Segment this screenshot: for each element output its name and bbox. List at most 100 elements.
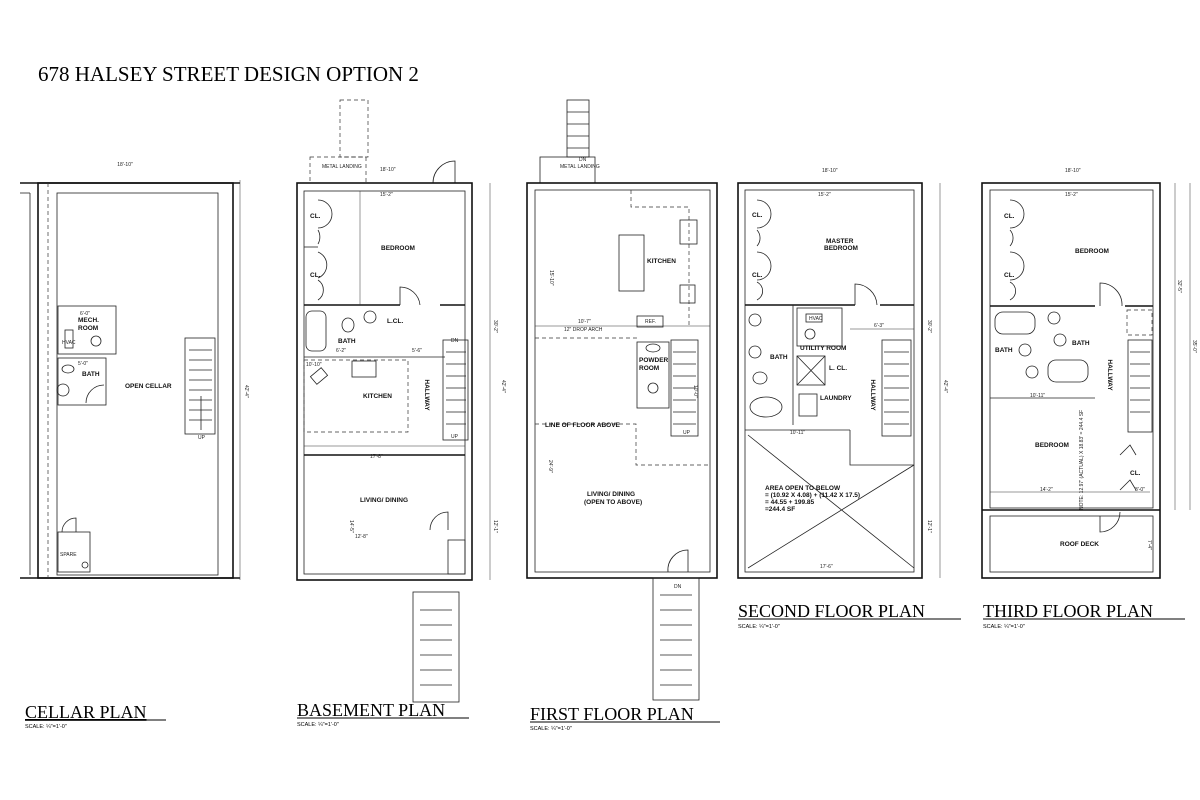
room-label-bath: BATH bbox=[770, 354, 788, 361]
sink-icon bbox=[679, 284, 696, 304]
room-label-hallway: HALLWAY bbox=[1106, 359, 1113, 391]
kitchen-counter bbox=[630, 190, 690, 325]
down-label: DN bbox=[579, 157, 587, 163]
stair bbox=[442, 339, 469, 441]
hvac-unit bbox=[805, 313, 823, 323]
roof-deck bbox=[989, 515, 1154, 573]
dim: 10'-0" bbox=[692, 385, 698, 398]
bathtub-icon bbox=[1047, 359, 1089, 383]
room-label-bath: BATH bbox=[1072, 340, 1090, 347]
spare-label: SPARE bbox=[60, 552, 77, 558]
powder-room bbox=[636, 341, 670, 409]
dim: 10'-11" bbox=[790, 430, 805, 436]
landing-label: METAL LANDING bbox=[322, 164, 362, 170]
area-note: AREA OPEN TO BELOW bbox=[765, 485, 841, 492]
stair bbox=[670, 339, 699, 437]
sink-icon bbox=[309, 367, 329, 385]
room-label-closet: CL. bbox=[1004, 213, 1015, 220]
water-heater-icon bbox=[90, 335, 102, 347]
room-label-hallway: HALLWAY bbox=[423, 379, 430, 411]
room-label-living: (OPEN TO ABOVE) bbox=[584, 499, 642, 506]
second-outer-wall bbox=[737, 182, 923, 579]
cellar-outer-wall bbox=[37, 182, 234, 579]
kitchen-island bbox=[618, 234, 645, 292]
spare-room bbox=[57, 531, 91, 573]
third-floor-plan: 18'-10" 15'-2" CL. CL. BEDROOM BATH BATH… bbox=[981, 168, 1197, 579]
room-label-powder: POWDER bbox=[639, 357, 669, 364]
dim: 30'-2" bbox=[926, 320, 932, 333]
front-stoop-stair bbox=[652, 577, 700, 701]
room-label-bedroom: BEDROOM bbox=[1075, 248, 1109, 255]
stair bbox=[184, 337, 216, 435]
metal-landing bbox=[539, 156, 596, 184]
dim: 5'-0" bbox=[78, 361, 88, 367]
floor-above-label: LINE OF FLOOR ABOVE bbox=[545, 422, 621, 429]
room-label-mech: ROOM bbox=[78, 325, 98, 332]
dim: 15'-2" bbox=[1065, 192, 1078, 198]
sink-icon bbox=[56, 383, 70, 397]
dim: 42'-4" bbox=[942, 380, 948, 393]
second-scale: SCALE: ¼"=1'-0" bbox=[738, 624, 780, 630]
dim: 10'-11" bbox=[1030, 393, 1045, 399]
bathtub-icon bbox=[994, 311, 1036, 335]
open-to-below-x bbox=[747, 434, 915, 569]
dim: 15'-2" bbox=[818, 192, 831, 198]
stove-icon bbox=[351, 360, 377, 378]
room-label-living: LIVING/ DINING bbox=[587, 491, 635, 498]
room-label-closet: CL. bbox=[310, 213, 321, 220]
bathtub-icon bbox=[305, 310, 327, 352]
down-label: DN bbox=[674, 584, 682, 590]
dim-width: 18'-10" bbox=[117, 162, 133, 168]
drop-arch-label: 12" DROP ARCH bbox=[564, 327, 603, 333]
basement-heading: BASEMENT PLAN bbox=[297, 700, 445, 720]
metal-landing bbox=[309, 156, 367, 184]
second-heading: SECOND FLOOR PLAN bbox=[738, 601, 925, 621]
area-note: = 44.55 + 199.85 bbox=[765, 499, 815, 506]
dim: 6'-2" bbox=[336, 348, 346, 354]
dim: 12'-1" bbox=[926, 520, 932, 533]
dim: 5'-6" bbox=[412, 348, 422, 354]
exterior-stair-above bbox=[339, 99, 369, 158]
room-label-closet: CL. bbox=[752, 212, 763, 219]
ref-label: REF. bbox=[645, 319, 656, 325]
dim: 18'-10" bbox=[380, 167, 396, 173]
up-label: UP bbox=[683, 430, 691, 436]
room-label-bedroom: BEDROOM bbox=[1035, 442, 1069, 449]
dim: 14'-5" bbox=[348, 520, 354, 533]
door-swing bbox=[399, 286, 421, 306]
room-label-closet: CL. bbox=[1130, 470, 1141, 477]
toilet-icon bbox=[341, 317, 355, 333]
third-scale: SCALE: ¼"=1'-0" bbox=[983, 624, 1025, 630]
skylight bbox=[1126, 309, 1153, 336]
water-heater-icon bbox=[804, 328, 816, 340]
sink-icon bbox=[363, 310, 377, 324]
closet-doors bbox=[317, 199, 333, 301]
refrigerator bbox=[636, 315, 664, 328]
sheet-title: 678 HALSEY STREET DESIGN OPTION 2 bbox=[38, 62, 419, 86]
cellar-plan: 18'-10" 42'-4" HVAC MECH. ROOM 6'-0" BAT… bbox=[20, 162, 249, 580]
dim: 10'-7" bbox=[578, 319, 591, 325]
shower-icon bbox=[796, 355, 826, 386]
room-label-closet: CL. bbox=[1004, 272, 1015, 279]
door-swing bbox=[85, 384, 105, 404]
room-label-bath: BATH bbox=[995, 347, 1013, 354]
dim: 24'-9" bbox=[547, 460, 553, 473]
room-label-laundry: LAUNDRY bbox=[820, 395, 852, 402]
room-label-powder: ROOM bbox=[639, 365, 659, 372]
door-swing bbox=[854, 283, 878, 306]
dim: 18'-10" bbox=[822, 168, 838, 174]
area-note: NOTE: 12.97' (ACTUAL) X 18.83' = 244.4 S… bbox=[1079, 410, 1085, 510]
dim: 10'-10" bbox=[306, 362, 322, 368]
first-heading: FIRST FLOOR PLAN bbox=[530, 704, 694, 724]
dim: 3'-0" bbox=[1135, 487, 1145, 493]
cellar-scale: SCALE: ¼"=1'-0" bbox=[25, 724, 67, 730]
dim: 32'-5" bbox=[1176, 280, 1182, 293]
sink-icon bbox=[645, 343, 661, 353]
closet-doors bbox=[756, 199, 772, 301]
stair-treads bbox=[189, 349, 212, 421]
dim: 17'-6" bbox=[820, 564, 833, 570]
room-label-living: LIVING/ DINING bbox=[360, 497, 408, 504]
toilet-icon bbox=[61, 364, 75, 374]
room-label-utility: UTILITY ROOM bbox=[800, 345, 846, 352]
